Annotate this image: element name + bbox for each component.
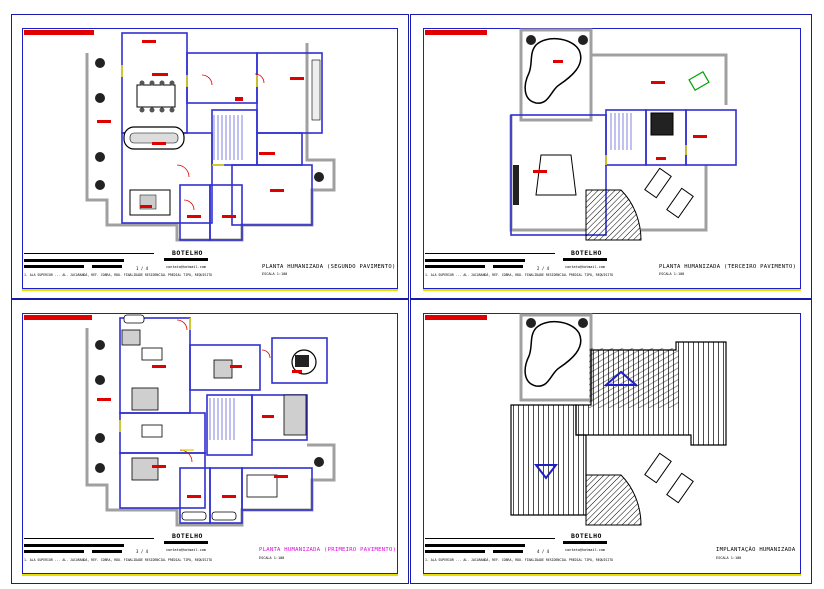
project-name: BOTELHO (172, 249, 203, 257)
project-name-bar (164, 258, 208, 261)
page-number: 4 / 4 (537, 549, 550, 554)
plan-scale: ESCALA 1:100 (262, 272, 288, 276)
project-name: BOTELHO (172, 532, 203, 540)
footer-note: 1. ALA SUPERIOR ... AL. JACARANDÁ, REF. … (24, 558, 213, 562)
sheet-third-floor: BOTELHO contato@hotmail.com 2 / 4 PLANTA… (410, 14, 812, 299)
email: contato@hotmail.com (565, 265, 606, 269)
footer-note: 1. ALA SUPERIOR ... AL. JACARANDÁ, REF. … (425, 558, 614, 562)
sheet-second-floor: BOTELHO contato@hotmail.com 1 / 4 PLANTA… (11, 14, 409, 299)
project-name-bar (563, 541, 607, 544)
project-name: BOTELHO (571, 249, 602, 257)
page-number: 2 / 4 (537, 266, 550, 271)
drawing-frame (22, 28, 398, 289)
floor-plan-third (425, 28, 737, 241)
sheet-site-implantation: BOTELHO contato@hotmail.com 4 / 4 IMPLAN… (410, 299, 812, 584)
plan-title: PLANTA HUMANIZADA (SEGUNDO PAVIMENTO) (262, 264, 396, 270)
site-plan (425, 313, 727, 526)
email: contato@hotmail.com (166, 265, 207, 269)
plan-scale: ESCALA 1:100 (259, 556, 285, 560)
plan-title: PLANTA HUMANIZADA (PRIMEIRO PAVIMENTO) (259, 547, 397, 553)
floor-plan-second (24, 30, 336, 242)
plan-title: PLANTA HUMANIZADA (TERCEIRO PAVIMENTO) (659, 264, 797, 270)
plan-title: IMPLANTAÇÃO HUMANIZADA (716, 547, 796, 553)
footer-note: 1. ALA SUPERIOR ... AL. JACARANDÁ, REF. … (425, 273, 614, 277)
floor-plan-first (24, 314, 336, 527)
drawing-frame (22, 313, 398, 574)
page-number: 3 / 4 (136, 549, 149, 554)
drawing-frame (423, 28, 801, 289)
project-name: BOTELHO (571, 532, 602, 540)
drawing-frame (423, 313, 801, 574)
plan-scale: ESCALA 1:100 (716, 556, 742, 560)
email: contato@hotmail.com (565, 548, 606, 552)
project-name-bar (164, 541, 208, 544)
page-number: 1 / 4 (136, 266, 149, 271)
project-name-bar (563, 258, 607, 261)
email: contato@hotmail.com (166, 548, 207, 552)
footer-note: 1. ALA SUPERIOR ... AL. JACARANDÁ, REF. … (24, 273, 213, 277)
plan-scale: ESCALA 1:100 (659, 272, 685, 276)
sheet-first-floor: BOTELHO contato@hotmail.com 3 / 4 PLANTA… (11, 299, 409, 584)
